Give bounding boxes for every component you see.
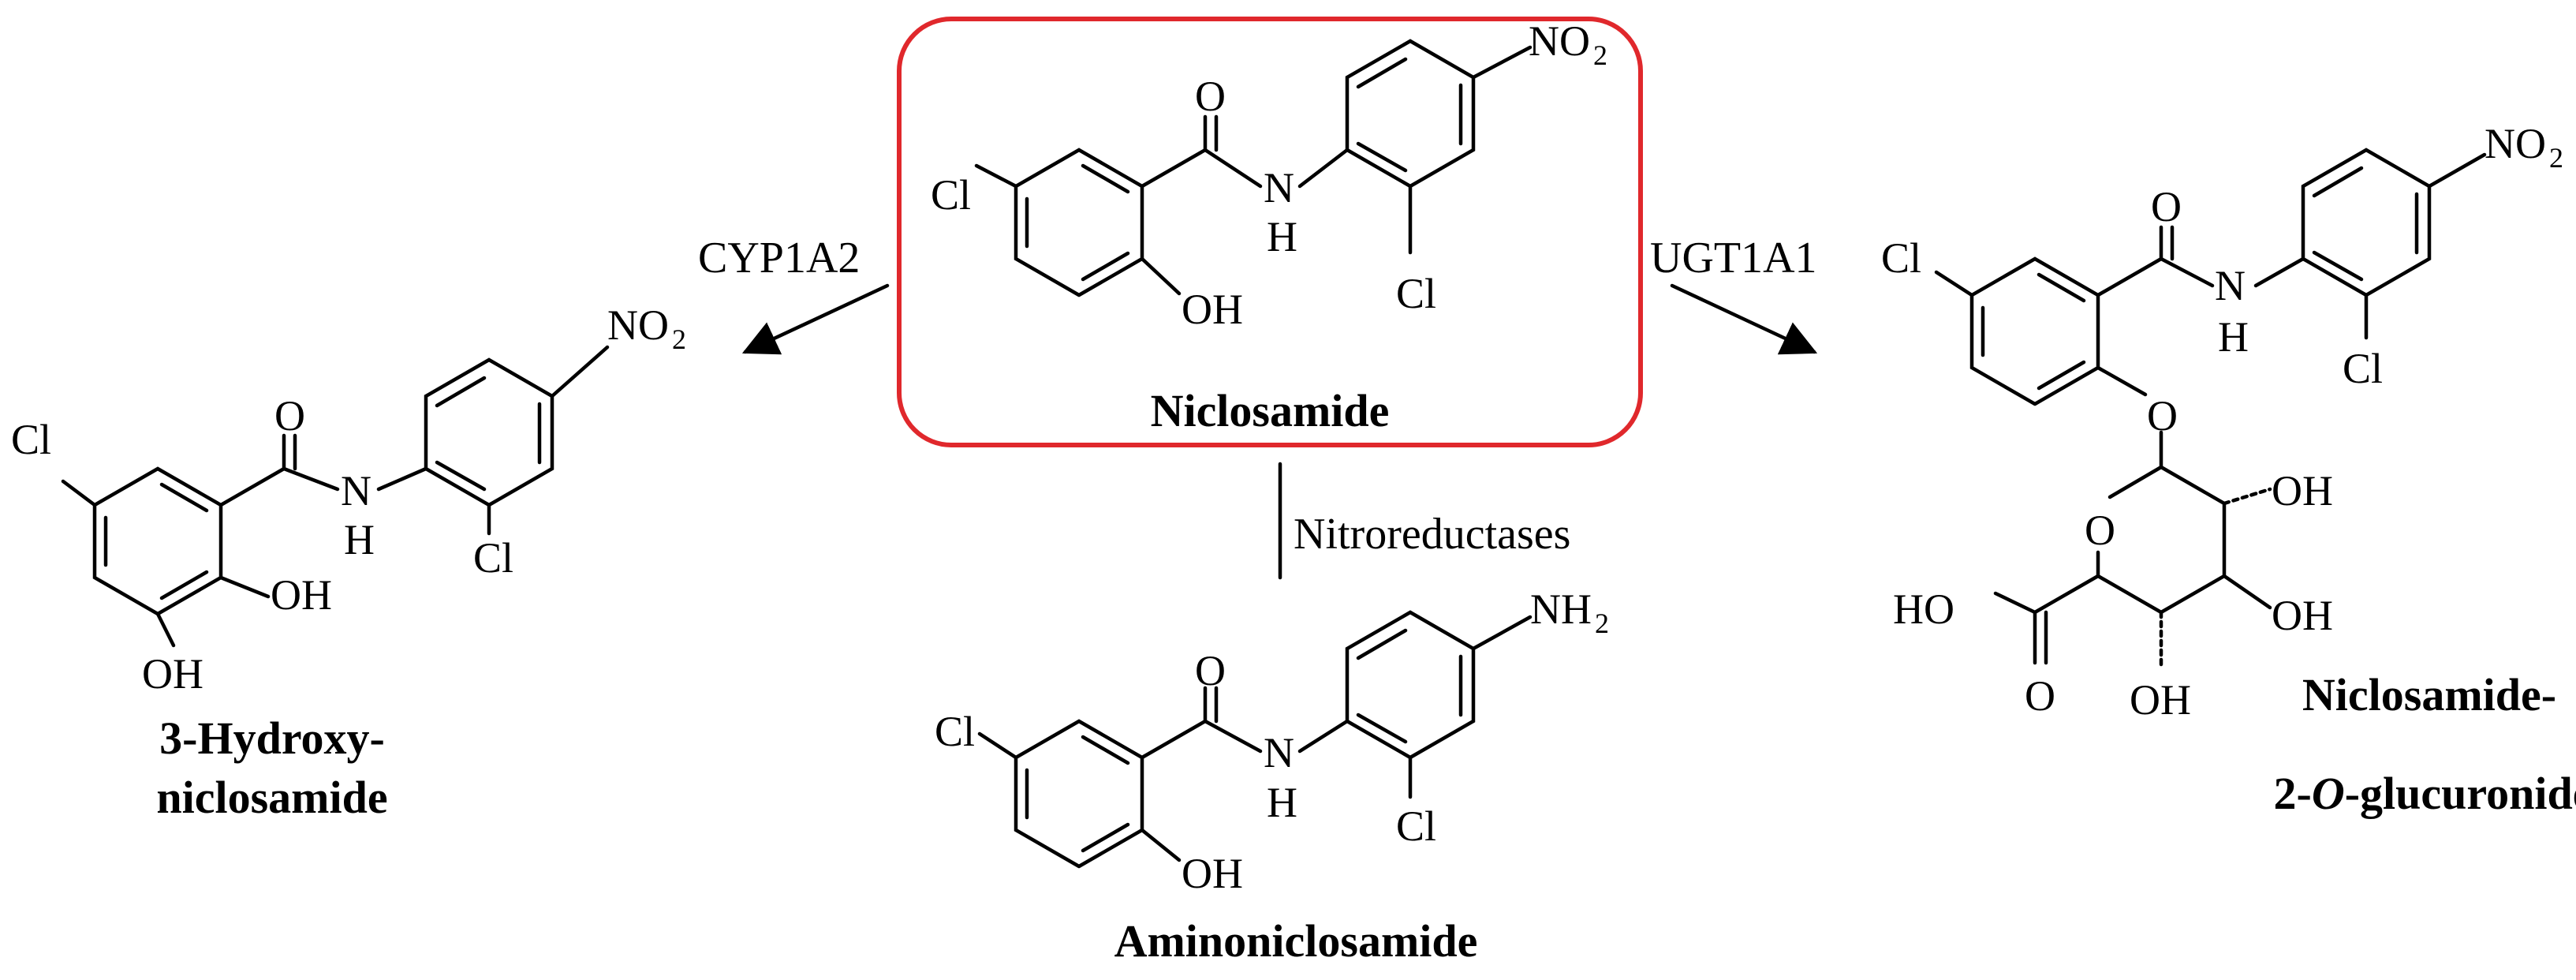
- atom-no2-subscript: 2: [672, 324, 686, 355]
- atom-oh-3: OH: [2130, 676, 2191, 724]
- atom-cl2: Cl: [473, 534, 513, 582]
- atom-no2-subscript: 2: [1593, 39, 1607, 71]
- atom-no2: NO: [607, 301, 669, 349]
- atom-oh-1: OH: [2272, 467, 2333, 514]
- reaction-arrow-left: [741, 283, 890, 355]
- atom-nh2: NH: [1530, 585, 1592, 633]
- atom-o-ring: O: [2085, 507, 2115, 554]
- atom-oh-2: OH: [2272, 592, 2333, 639]
- glucuronide-name-line1: Niclosamide-: [2302, 669, 2556, 720]
- atom-ho: HO: [1893, 585, 1954, 633]
- atom-cl: Cl: [11, 416, 51, 463]
- atom-nh2-subscript: 2: [1595, 608, 1609, 639]
- atom-o-link: O: [2147, 392, 2178, 440]
- hydroxy-name-line1: 3-Hydroxy-: [159, 713, 385, 764]
- atom-o: O: [274, 392, 305, 440]
- reaction-arrow-right: [1670, 283, 1818, 355]
- atom-cl2: Cl: [1396, 802, 1436, 850]
- glucuronide-name-line2: 2-O-glucuronide: [2274, 768, 2576, 819]
- atom-h: H: [1267, 779, 1297, 826]
- atom-n: N: [1264, 164, 1294, 211]
- atom-no2: NO: [1529, 17, 1590, 65]
- atom-cl: Cl: [931, 171, 971, 219]
- enzyme-cyp1a2: CYP1A2: [698, 234, 860, 282]
- highlight-box: [897, 17, 1643, 447]
- atom-n: N: [341, 467, 371, 514]
- atom-n: N: [2215, 262, 2246, 309]
- atom-h: H: [2218, 313, 2249, 361]
- atom-no2: NO: [2485, 120, 2546, 167]
- atom-oh-2: OH: [142, 650, 203, 698]
- atom-no2-subscript: 2: [2549, 142, 2563, 174]
- atom-oh: OH: [1182, 850, 1243, 897]
- aminoniclosamide-name: Aminoniclosamide: [1114, 915, 1478, 967]
- atom-o: O: [2151, 183, 2182, 230]
- atom-o-acid: O: [2025, 672, 2055, 720]
- atom-cl2: Cl: [2343, 345, 2383, 392]
- hydroxy-name-line2: niclosamide: [156, 772, 387, 823]
- enzyme-ugt1a1: UGT1A1: [1650, 234, 1817, 282]
- atom-o: O: [1195, 73, 1226, 120]
- atom-o: O: [1195, 647, 1226, 694]
- atom-cl: Cl: [1881, 234, 1921, 282]
- atom-oh-1: OH: [271, 571, 332, 619]
- aminoniclosamide-structure: Cl O N H OH Cl NH 2 Aminoniclosamide: [935, 585, 1609, 967]
- atom-cl: Cl: [935, 708, 975, 755]
- glucuronide-structure: Cl O N H Cl NO 2 O O OH OH OH HO O Niclo…: [1881, 120, 2576, 819]
- hydroxy-niclosamide-structure: Cl O N H OH OH Cl NO 2 3-Hydroxy- niclos…: [11, 301, 686, 823]
- atom-h: H: [344, 516, 375, 563]
- enzyme-nitroreductases: Nitroreductases: [1294, 510, 1570, 559]
- atom-oh: OH: [1182, 286, 1243, 333]
- atom-cl2: Cl: [1396, 270, 1436, 317]
- niclosamide-structure: Cl O N H OH Cl NO 2 Niclosamide: [897, 17, 1643, 447]
- atom-n: N: [1264, 729, 1294, 776]
- atom-h: H: [1267, 213, 1297, 260]
- niclosamide-name: Niclosamide: [1151, 385, 1390, 436]
